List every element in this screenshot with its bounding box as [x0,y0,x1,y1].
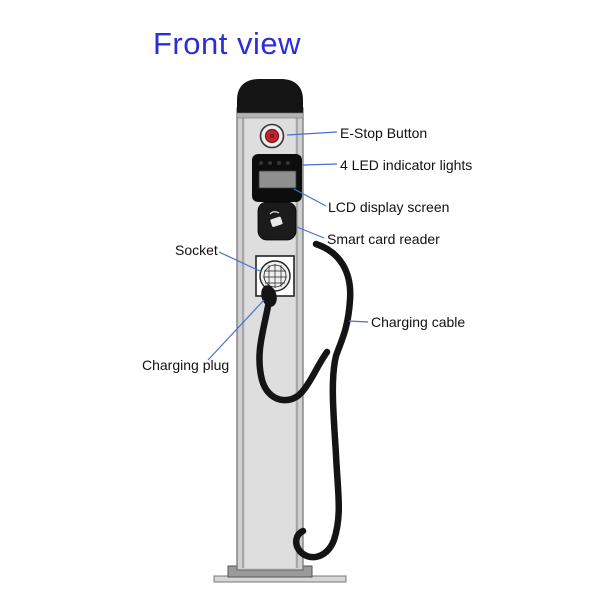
led-indicators [259,161,290,165]
top-cap [237,79,303,113]
label-estop-button: E-Stop Button [340,125,428,141]
label-smart-card-reader: Smart card reader [327,231,440,247]
leader-lcd [293,188,327,207]
leader-led [302,163,338,166]
page-title: Front view [153,26,301,61]
lcd-screen [258,170,297,189]
leader-socket [218,251,263,273]
leader-lines [207,131,369,361]
label-lcd-screen: LCD display screen [328,199,450,215]
leader-card [296,226,325,239]
leader-cable [348,320,369,323]
card-reader-icon [269,211,283,227]
label-led-indicators: 4 LED indicator lights [340,157,473,173]
label-charging-cable: Charging cable [371,314,466,330]
charging-cable [256,240,354,561]
socket-face [259,260,291,292]
cable-main-run [292,240,354,561]
label-charging-plug: Charging plug [142,357,230,373]
cable-lower-loop [256,297,331,404]
leader-estop [286,131,338,136]
cap-trim [236,112,304,119]
label-socket: Socket [175,242,218,258]
estop-button-center [269,133,275,139]
leader-plug [207,299,265,361]
charging-plug [261,285,277,307]
